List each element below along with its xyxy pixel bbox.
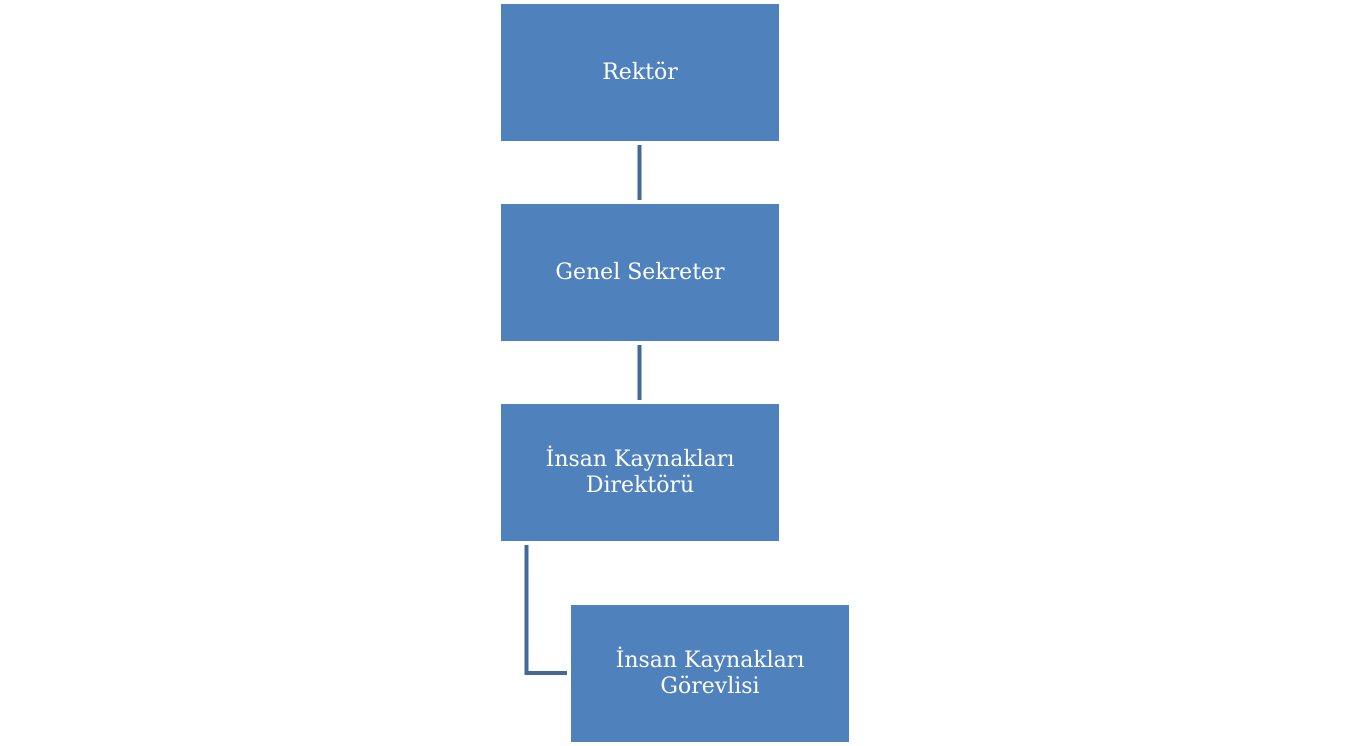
org-node-label: İnsan Kaynakları Direktörü [545,446,735,498]
org-node-ik-direktoru: İnsan Kaynakları Direktörü [501,404,779,541]
org-node-label: Rektör [602,59,678,85]
connector-ik-direktoru-ik-gorevlisi [524,545,567,675]
org-node-rektor: Rektör [501,4,779,141]
org-node-label: İnsan Kaynakları Görevlisi [615,647,805,699]
org-node-genel-sekreter: Genel Sekreter [501,204,779,341]
org-node-label: Genel Sekreter [555,259,725,285]
org-node-ik-gorevlisi: İnsan Kaynakları Görevlisi [571,605,849,742]
